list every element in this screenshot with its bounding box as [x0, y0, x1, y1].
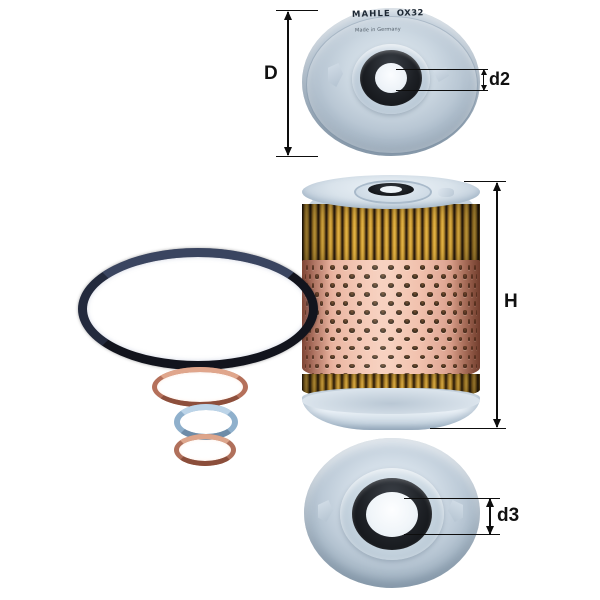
- h-arrow-bottom: [493, 419, 501, 428]
- element-bottom-cap-face: [302, 388, 480, 414]
- dimension-label-d2: d2: [489, 69, 511, 89]
- perforated-outer-wrapper: [302, 260, 480, 382]
- dimension-label-h: H: [504, 291, 518, 312]
- pleated-media-upper: [302, 204, 480, 270]
- brand-marking: MAHLE OX32: [352, 8, 424, 20]
- top-end-plate-rim: [306, 16, 478, 154]
- d2-arrow-top: [481, 69, 487, 75]
- d2-leader-line-lower: [396, 90, 488, 92]
- dimension-label-d: D: [264, 63, 278, 84]
- d2-leader-line-upper: [396, 69, 488, 71]
- bottom-end-plate-tab-right: [448, 500, 463, 522]
- h-extension-line-top: [464, 181, 506, 183]
- perforation-pattern: [302, 260, 480, 382]
- d3-arrow-top: [486, 498, 494, 507]
- d-extension-line-top: [276, 10, 318, 11]
- secondary-marking: Made in Germany: [354, 26, 401, 34]
- h-arrow-top: [493, 182, 501, 191]
- element-top-cap-hole-inner: [380, 186, 402, 193]
- bottom-end-plate-centre-hole: [366, 492, 418, 537]
- d-arrow-top: [284, 11, 292, 20]
- h-extension-line-bottom: [430, 428, 506, 430]
- element-top-cap-notch: [438, 188, 454, 197]
- top-end-plate-tab-right: [432, 66, 449, 82]
- copper-washer-large-highlight: [152, 367, 248, 407]
- copper-washer-small-highlight: [174, 434, 236, 466]
- d2-arrow-bottom: [481, 85, 487, 91]
- d3-arrow-bottom: [486, 526, 494, 535]
- d2-dimension-line: [483, 70, 485, 90]
- d3-leader-line-lower: [404, 534, 500, 536]
- top-end-plate-tab-left: [328, 63, 343, 87]
- d-extension-line-bottom: [276, 156, 318, 157]
- h-dimension-line: [496, 183, 498, 427]
- d-dimension-line: [287, 12, 289, 155]
- top-end-plate-centre-hole: [375, 63, 407, 93]
- filter-element: [300, 175, 482, 432]
- dimension-label-d3: d3: [497, 505, 520, 526]
- d3-dimension-line: [489, 499, 491, 534]
- part-number: OX32: [396, 8, 424, 19]
- d3-leader-line-upper: [404, 498, 500, 500]
- brand-name: MAHLE: [351, 8, 391, 20]
- bottom-end-plate-tab-left: [318, 500, 333, 522]
- o-ring: [78, 248, 318, 370]
- d-arrow-bottom: [284, 147, 292, 156]
